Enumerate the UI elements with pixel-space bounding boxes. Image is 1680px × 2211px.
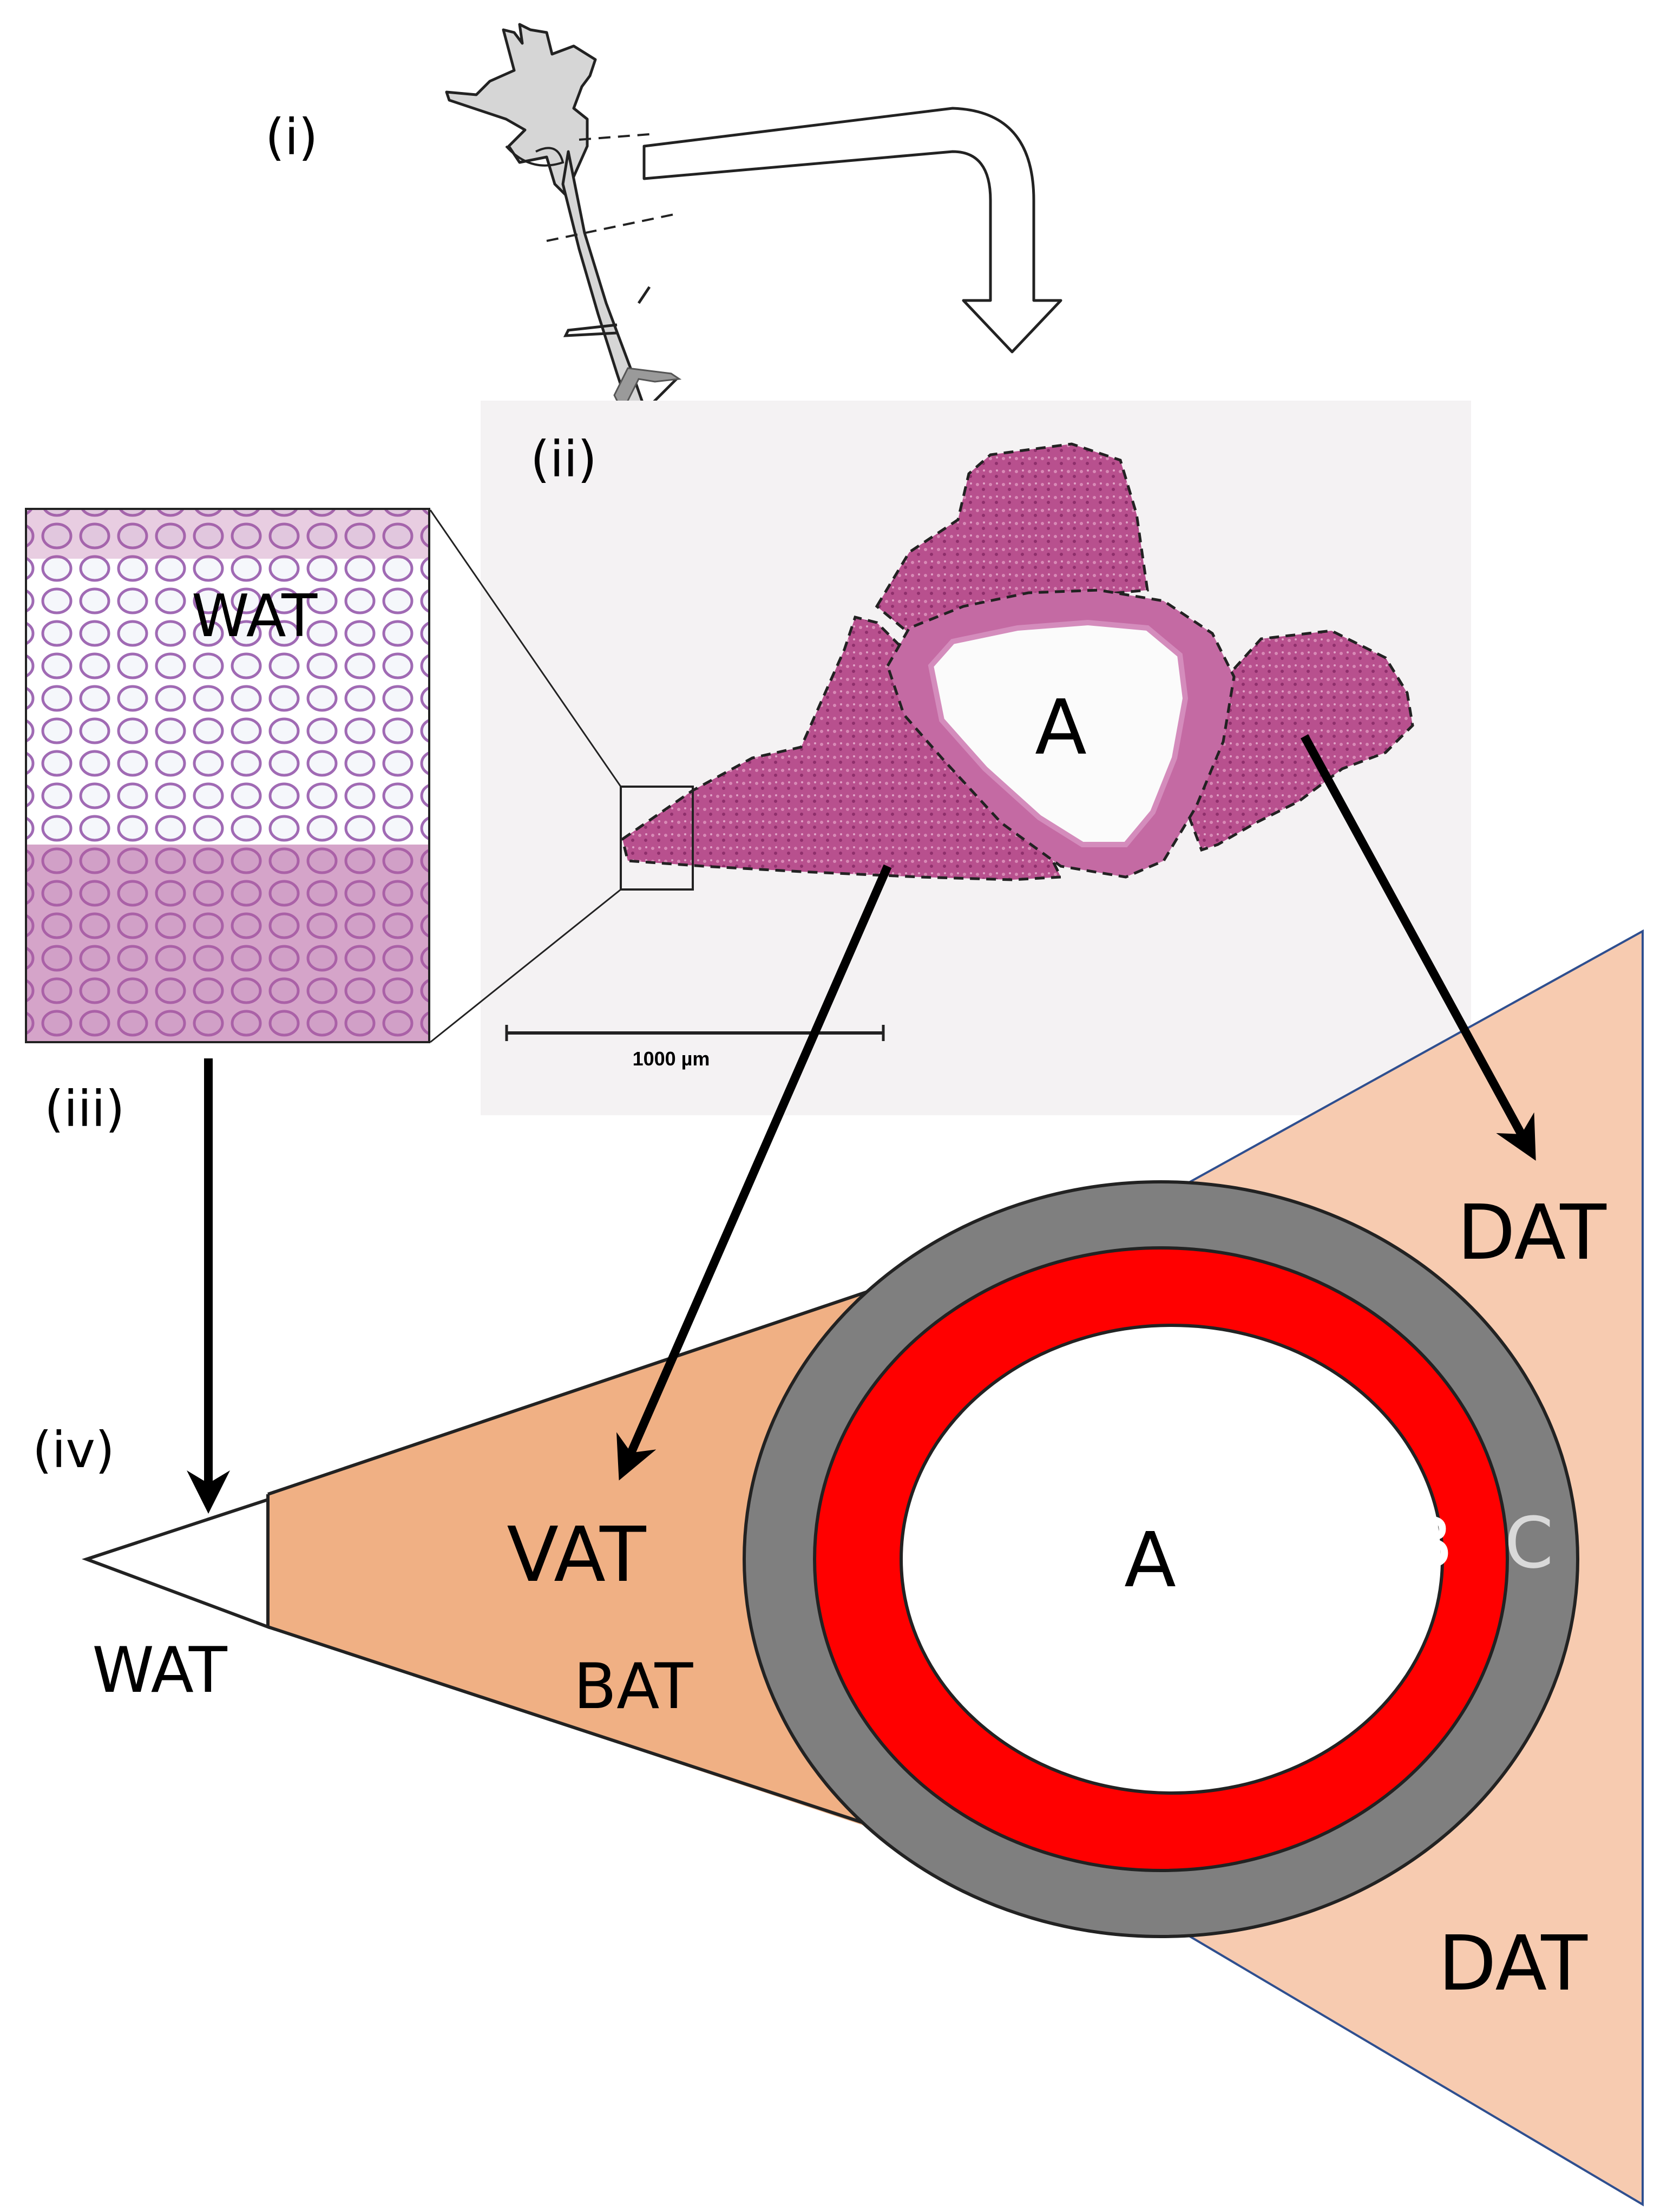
dat-upper-label: DAT xyxy=(1457,1189,1606,1277)
histology-section: A (ii) 1000 µm xyxy=(481,401,1471,1115)
panel-i-label: (i) xyxy=(265,108,318,166)
panel-ii-label: (ii) xyxy=(530,430,597,488)
upper-tissue-region xyxy=(875,442,1149,635)
vat-region xyxy=(268,1283,893,1835)
inset-wat-label: WAT xyxy=(192,583,318,650)
panel-iii-label: (iii) xyxy=(44,1080,124,1138)
aorta-grey-branch xyxy=(613,367,682,414)
bat-label: BAT xyxy=(574,1650,694,1723)
layer-b-label: B xyxy=(1405,1502,1453,1584)
schematic-lumen-label: A xyxy=(1124,1516,1176,1605)
section-cut-lines xyxy=(546,133,677,242)
layer-c-label: C xyxy=(1505,1502,1554,1584)
section-flow-arrow xyxy=(642,107,1062,354)
wat-histology-inset: WAT xyxy=(25,508,430,1043)
histology-lumen-label: A xyxy=(1035,684,1087,772)
aorta-arch-inner xyxy=(505,145,565,167)
inset-zoom-box xyxy=(620,786,694,891)
vat-label: VAT xyxy=(507,1511,646,1599)
schematic: A B C VAT BAT DAT DAT WAT (iv) xyxy=(32,929,1644,2207)
arrow-dat xyxy=(1300,734,1536,1161)
dat-lower-label: DAT xyxy=(1438,1920,1587,2008)
wat-label: WAT xyxy=(92,1634,228,1707)
mapping-arrows xyxy=(187,734,1536,1514)
aorta-small-branches xyxy=(563,286,704,429)
schematic-lumen xyxy=(900,1324,1444,1795)
arrow-vat xyxy=(616,864,892,1481)
arterial-lumen xyxy=(928,619,1189,847)
scale-bar-label: 1000 µm xyxy=(633,1048,710,1070)
wat-triangle xyxy=(81,1497,270,1630)
panel-iv-label: (iv) xyxy=(32,1421,115,1479)
dat-tissue-region xyxy=(1184,629,1414,852)
